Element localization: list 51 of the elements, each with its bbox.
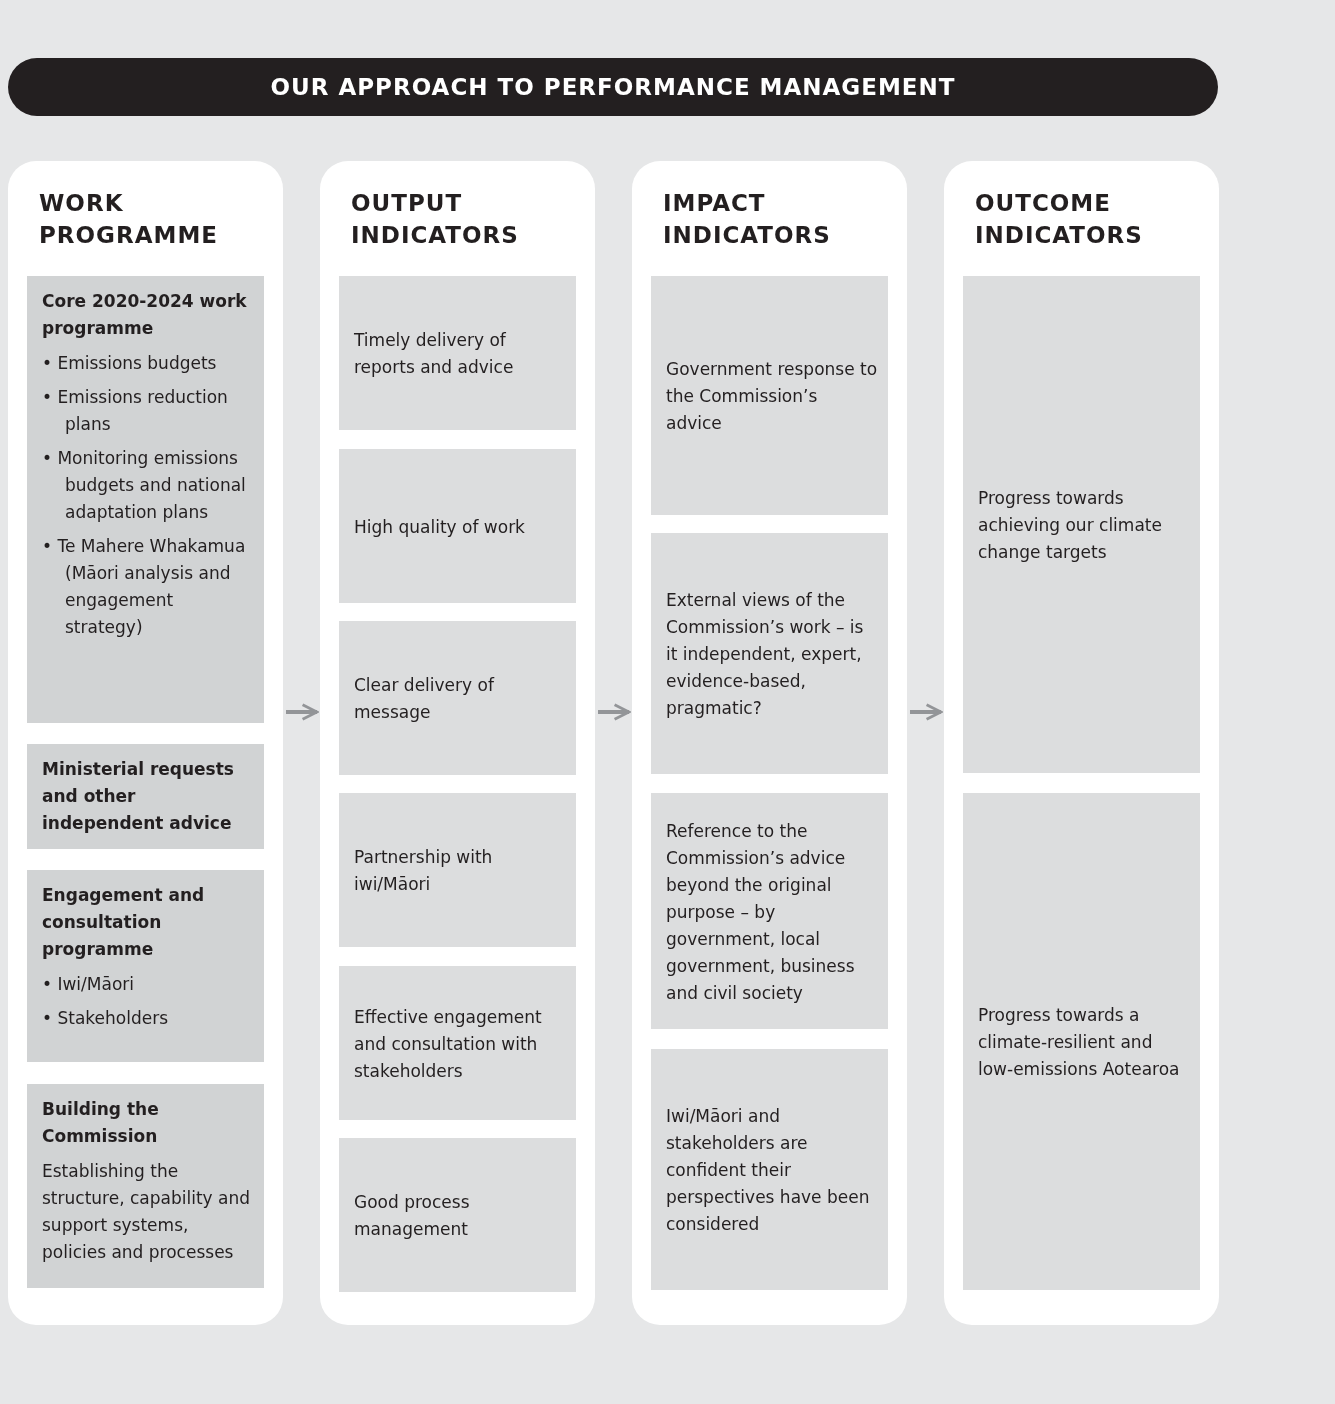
indicator-box	[27, 744, 264, 849]
indicator-box	[339, 793, 576, 947]
column-panel	[632, 161, 907, 1325]
box-text: Reference to the Commission’s advice beyond the original purpose – by government, local government, business and civil society	[666, 819, 856, 1005]
box-heading: Engagement and consultation programme	[42, 884, 206, 961]
bullet-item: • Te Mahere Whakamua (Māori analysis and engagement strategy)	[42, 535, 247, 639]
indicator-box	[651, 533, 888, 774]
arrow	[910, 703, 943, 721]
arrow	[598, 703, 631, 721]
title-banner: OUR APPROACH TO PERFORMANCE MANAGEMENT	[8, 58, 1218, 116]
column-panel	[8, 161, 283, 1325]
box-text: Progress towards achieving our climate change targets	[978, 487, 1163, 564]
indicator-box	[339, 621, 576, 775]
box-text: Effective engagement and consultation with stakeholders	[354, 1005, 543, 1083]
box-text: Progress towards a climate-resilient and low-emissions Aotearoa	[978, 1004, 1181, 1081]
box-text: Government response to the Commission’s advice	[666, 358, 878, 435]
box-text: Ministerial requests and other independent advice	[42, 758, 235, 835]
box-text: Clear delivery of message	[354, 674, 496, 724]
box-text: Iwi/Māori and stakeholders are confident their perspectives have been considered	[666, 1105, 871, 1236]
bullet-item: • Emissions reduction plans	[42, 386, 229, 436]
indicator-box	[339, 1138, 576, 1292]
column-panel	[944, 161, 1219, 1325]
column-heading: OUTCOME INDICATORS	[975, 189, 1144, 250]
bullet-item: • Monitoring emissions budgets and national adaptation plans	[42, 447, 247, 524]
box-heading: Core 2020-2024 work programme	[42, 290, 248, 340]
indicator-box	[27, 1084, 264, 1288]
indicator-box	[339, 449, 576, 603]
column-heading: IMPACT INDICATORS	[663, 189, 832, 250]
indicator-box	[963, 793, 1200, 1290]
column-panel	[320, 161, 595, 1325]
bullet-item: • Iwi/Māori	[42, 973, 135, 996]
indicator-box	[963, 276, 1200, 773]
bullet-item: • Emissions budgets	[42, 352, 218, 375]
indicator-box	[651, 793, 888, 1029]
box-text: Timely delivery of reports and advice	[354, 329, 515, 379]
indicator-box	[339, 966, 576, 1120]
indicator-box	[651, 276, 888, 515]
indicator-box	[27, 276, 264, 723]
column-heading: WORK PROGRAMME	[39, 189, 219, 250]
box-text: Good process management	[354, 1191, 471, 1241]
box-heading: Building the Commission	[42, 1098, 160, 1148]
box-text: Establishing the structure, capability and support systems, policies and processes	[42, 1160, 251, 1264]
column-heading: OUTPUT INDICATORS	[351, 189, 520, 250]
arrow	[286, 703, 319, 721]
indicator-box	[651, 1049, 888, 1290]
indicator-box	[339, 276, 576, 430]
bullet-item: • Stakeholders	[42, 1007, 169, 1030]
box-text: High quality of work	[354, 515, 526, 539]
indicator-box	[27, 870, 264, 1062]
box-text: Partnership with iwi/Māori	[354, 846, 494, 896]
box-text: External views of the Commission’s work – is it independent, expert, evidence-based, pragmatic?	[666, 589, 865, 720]
